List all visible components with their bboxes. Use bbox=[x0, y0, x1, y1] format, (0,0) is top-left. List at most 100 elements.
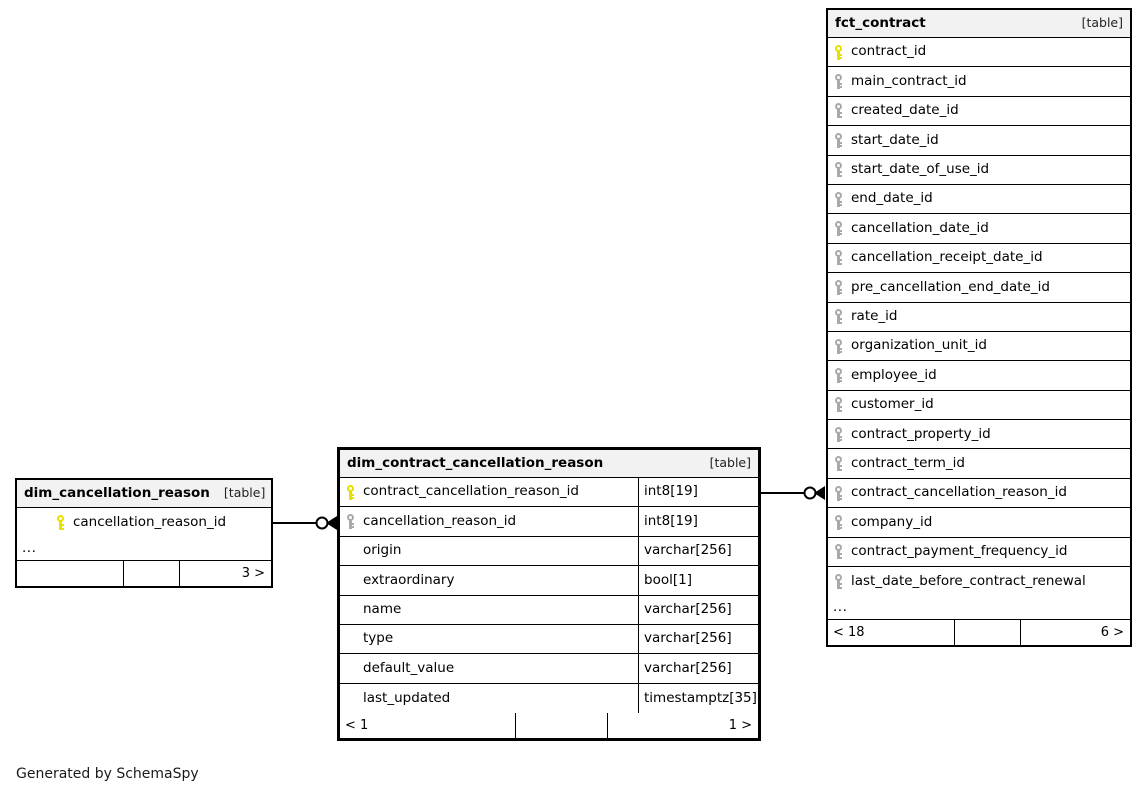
column-cell: rate_id bbox=[828, 303, 1130, 331]
footer-middle bbox=[516, 713, 608, 739]
foreign-key-icon bbox=[346, 514, 355, 530]
column-cell: default_value bbox=[340, 654, 638, 682]
table-row[interactable]: customer_id bbox=[828, 390, 1130, 421]
column-type: varchar[256] bbox=[638, 624, 758, 654]
column-name: end_date_id bbox=[851, 190, 933, 207]
column-type: int8[19] bbox=[638, 478, 758, 507]
column-cell: contract_id bbox=[828, 38, 1130, 66]
table-row[interactable]: created_date_id bbox=[828, 96, 1130, 127]
table-kind-label: [table] bbox=[709, 455, 751, 471]
column-cell: name bbox=[340, 596, 638, 624]
column-cell: type bbox=[340, 625, 638, 653]
column-name: cancellation_reason_id bbox=[363, 512, 517, 529]
table-row[interactable]: last_date_before_contract_renewal bbox=[828, 567, 1130, 597]
column-cell: created_date_id bbox=[828, 97, 1130, 125]
column-name: rate_id bbox=[851, 307, 898, 324]
column-cell: contract_property_id bbox=[828, 420, 1130, 448]
column-name: last_updated bbox=[363, 689, 451, 706]
column-cell: contract_payment_frequency_id bbox=[828, 538, 1130, 566]
table-row[interactable]: contract_cancellation_reason_id int8[19] bbox=[340, 478, 758, 508]
column-cell: main_contract_id bbox=[828, 67, 1130, 95]
foreign-key-icon bbox=[834, 191, 843, 207]
table-row[interactable]: company_id bbox=[828, 508, 1130, 538]
column-cell: pre_cancellation_end_date_id bbox=[828, 273, 1130, 301]
table-row[interactable]: organization_unit_id bbox=[828, 331, 1130, 362]
relationship-edge-contract-cancellation-reason bbox=[761, 486, 825, 500]
column-cell: company_id bbox=[828, 508, 1130, 536]
column-name: company_id bbox=[851, 513, 933, 530]
column-name: customer_id bbox=[851, 396, 934, 413]
foreign-key-icon bbox=[834, 162, 843, 178]
table-row[interactable]: cancellation_date_id bbox=[828, 214, 1130, 244]
table-row[interactable]: pre_cancellation_end_date_id bbox=[828, 273, 1130, 303]
table-row[interactable]: main_contract_id bbox=[828, 67, 1130, 97]
table-row[interactable]: extraordinary bool[1] bbox=[340, 566, 758, 596]
table-kind-label: [table] bbox=[223, 485, 266, 501]
table-row[interactable]: contract_id bbox=[828, 38, 1130, 68]
footer-incoming-count[interactable]: < 18 bbox=[828, 620, 955, 646]
table-row[interactable]: start_date_id bbox=[828, 126, 1130, 156]
column-type: varchar[256] bbox=[638, 536, 758, 566]
footer-outgoing-count[interactable]: 1 > bbox=[728, 718, 752, 734]
table-kind-label: [table] bbox=[1081, 15, 1123, 31]
table-footer-dim-cancellation-reason: 3 > bbox=[17, 561, 271, 587]
table-row[interactable]: contract_property_id bbox=[828, 420, 1130, 450]
table-row[interactable]: last_updated timestamptz[35] bbox=[340, 683, 758, 714]
foreign-key-icon bbox=[834, 103, 843, 119]
table-row[interactable]: cancellation_reason_id bbox=[17, 508, 271, 538]
table-row[interactable]: contract_payment_frequency_id bbox=[828, 537, 1130, 568]
table-dim-cancellation-reason[interactable]: dim_cancellation_reason [table] cancella… bbox=[15, 478, 273, 589]
table-row[interactable]: start_date_of_use_id bbox=[828, 155, 1130, 185]
table-columns-fct-contract: contract_id main_contract_id created_date_… bbox=[828, 38, 1130, 597]
column-cell: last_updated bbox=[340, 684, 638, 713]
foreign-key-icon bbox=[834, 279, 843, 295]
table-row[interactable]: cancellation_receipt_date_id bbox=[828, 243, 1130, 274]
table-title: dim_cancellation_reason bbox=[24, 484, 210, 501]
footer-incoming-count[interactable] bbox=[17, 561, 124, 587]
column-type: int8[19] bbox=[638, 507, 758, 536]
column-name: extraordinary bbox=[363, 571, 455, 588]
column-name: start_date_of_use_id bbox=[851, 161, 990, 177]
column-name: name bbox=[363, 601, 402, 617]
table-row[interactable]: contract_cancellation_reason_id bbox=[828, 478, 1130, 509]
table-row[interactable]: cancellation_reason_id int8[19] bbox=[340, 507, 758, 537]
table-row[interactable]: rate_id bbox=[828, 302, 1130, 332]
table-dim-contract-cancellation-reason[interactable]: dim_contract_cancellation_reason [table]… bbox=[337, 447, 761, 742]
column-cell: extraordinary bbox=[340, 566, 638, 594]
table-row[interactable]: contract_term_id bbox=[828, 449, 1130, 479]
column-cell: customer_id bbox=[828, 391, 1130, 419]
column-name: contract_payment_frequency_id bbox=[851, 543, 1068, 560]
column-type: timestamptz[35] bbox=[638, 683, 758, 714]
foreign-key-icon bbox=[834, 426, 843, 442]
table-row[interactable]: end_date_id bbox=[828, 184, 1130, 215]
column-cell: contract_cancellation_reason_id bbox=[828, 479, 1130, 507]
column-cell: end_date_id bbox=[828, 185, 1130, 213]
column-name: contract_cancellation_reason_id bbox=[363, 483, 579, 500]
column-name: main_contract_id bbox=[851, 72, 967, 89]
foreign-key-icon bbox=[834, 250, 843, 266]
column-cell: cancellation_reason_id bbox=[340, 507, 638, 535]
column-type: bool[1] bbox=[638, 566, 758, 595]
column-name: organization_unit_id bbox=[851, 337, 987, 354]
foreign-key-icon bbox=[834, 514, 843, 530]
column-cell: origin bbox=[340, 537, 638, 565]
table-row[interactable]: origin varchar[256] bbox=[340, 536, 758, 567]
footer-outgoing-count[interactable]: 3 > bbox=[241, 566, 265, 582]
column-name: start_date_id bbox=[851, 131, 939, 148]
column-name: cancellation_receipt_date_id bbox=[851, 249, 1043, 266]
column-cell: contract_cancellation_reason_id bbox=[340, 478, 638, 506]
column-name: origin bbox=[363, 542, 402, 559]
foreign-key-icon bbox=[834, 338, 843, 354]
foreign-key-icon bbox=[834, 456, 843, 472]
generated-by-caption: Generated by SchemaSpy bbox=[16, 766, 199, 782]
footer-outgoing-count[interactable]: 6 > bbox=[1100, 625, 1124, 641]
footer-incoming-count[interactable]: < 1 bbox=[340, 713, 516, 739]
table-row[interactable]: employee_id bbox=[828, 361, 1130, 391]
column-name: contract_cancellation_reason_id bbox=[851, 484, 1067, 501]
foreign-key-icon bbox=[834, 221, 843, 237]
